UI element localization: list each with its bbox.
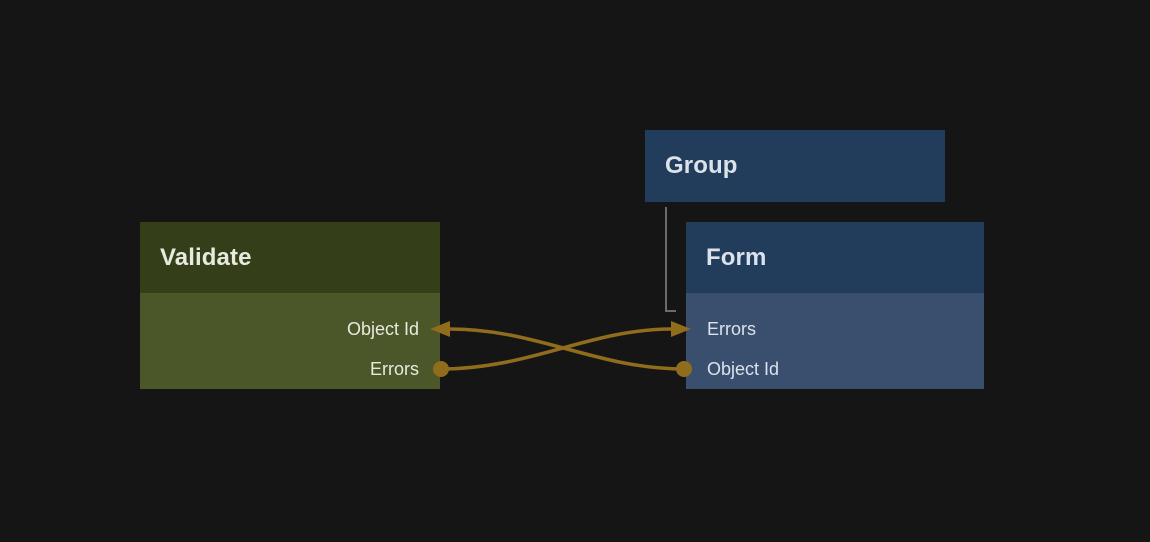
group-form-hierarchy-line <box>665 207 676 312</box>
field-validate-object-id[interactable]: Object Id <box>140 309 440 349</box>
node-group-title: Group <box>665 152 738 179</box>
wire-validate-errors-to-form-errors[interactable] <box>440 327 673 371</box>
field-validate-errors[interactable]: Errors <box>140 349 440 389</box>
field-validate-object-id-label: Object Id <box>346 318 419 339</box>
node-form-header[interactable]: Form <box>686 222 984 293</box>
node-group[interactable]: Group <box>645 130 945 202</box>
field-form-object-id-label: Object Id <box>707 358 780 379</box>
field-validate-errors-label: Errors <box>370 358 419 379</box>
node-validate-header[interactable]: Validate <box>140 222 440 293</box>
node-validate[interactable]: Validate Object Id Errors <box>140 222 440 406</box>
field-form-object-id[interactable]: Object Id <box>686 349 984 389</box>
node-form-body: Errors Object Id <box>686 293 984 389</box>
node-validate-title: Validate <box>160 243 252 271</box>
node-group-header[interactable]: Group <box>645 130 945 202</box>
field-form-errors-label: Errors <box>707 318 756 339</box>
wire-form-objectid-to-validate-objectid[interactable] <box>449 327 685 371</box>
node-form-title: Form <box>706 243 767 271</box>
field-form-errors[interactable]: Errors <box>686 309 984 349</box>
node-form[interactable]: Form Errors Object Id <box>686 222 984 406</box>
node-validate-body: Object Id Errors <box>140 293 440 389</box>
